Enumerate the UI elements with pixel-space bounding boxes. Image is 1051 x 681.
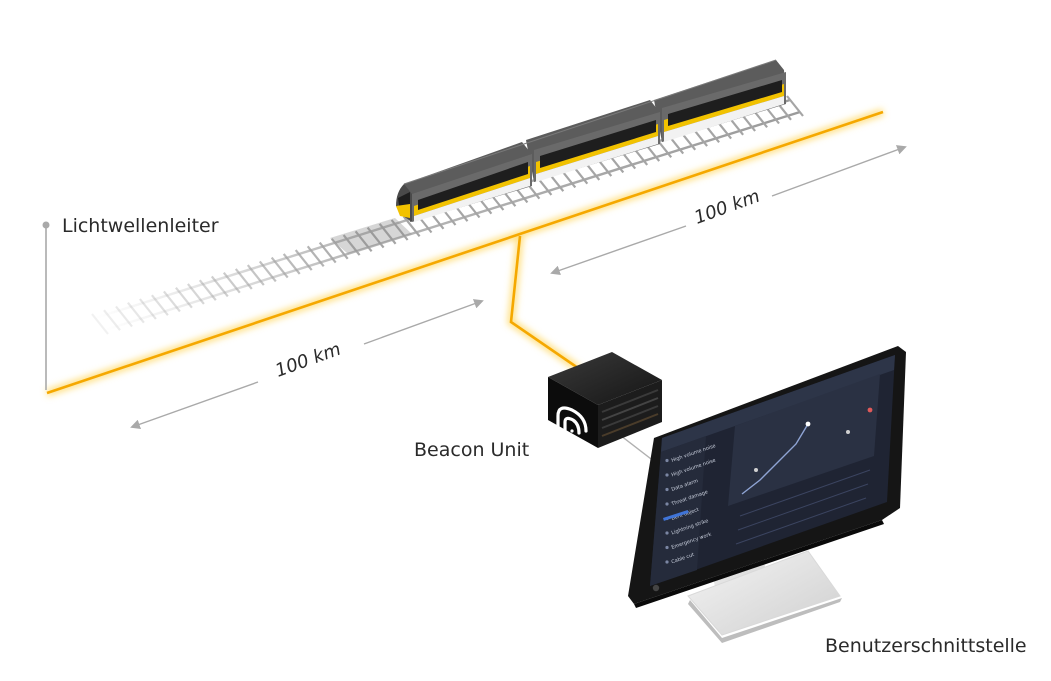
track-shadow [330,218,412,254]
track-sleeper [139,298,157,320]
track-sleeper [306,245,325,267]
screen-menu-icon [665,545,669,550]
interface-label: Benutzerschnittstelle [825,635,1027,657]
monitor-stand-base [687,550,841,636]
screen-menu-icon [665,458,669,463]
track-sleeper [222,272,241,294]
track-sleeper [270,256,289,279]
fiber-label: Lichtwellenleiter [62,215,219,237]
track-sleeper [354,230,373,252]
distance-label-right: 100 km [692,186,763,229]
track-sleepers [91,95,804,335]
beacon-vents [601,389,659,437]
track-sleeper [786,95,804,117]
screen-menu-icon [665,487,669,492]
track-sleeper [246,264,265,286]
track-sleeper [378,223,397,245]
track-sleeper [198,279,217,301]
track-sleeper [115,305,133,328]
beacon-unit [548,352,662,448]
track-sleeper [390,219,409,241]
fiber-label-leader [42,221,50,390]
beacon-logo-icon [556,406,588,435]
track-sleeper [91,313,109,335]
track-sleeper [342,234,361,256]
track-sleeper [318,241,337,264]
track-sleeper [175,287,193,309]
train-car-front [396,142,532,222]
track-sleeper [163,290,181,313]
screen-menu-icon [665,560,669,564]
track-sleeper [127,302,145,324]
track-sleeper [258,260,277,283]
beacon-label: Beacon Unit [414,439,529,461]
fiber-optic-cable [45,108,885,397]
train [396,59,786,222]
screen-menu-icon [665,531,669,535]
distance-indicator-left: 100 km [130,299,484,429]
screen-menu-icon [665,502,669,506]
screen-menu-icon [665,473,669,477]
train-car-rear [654,60,786,142]
track-sleeper [330,238,349,260]
distance-label-left: 100 km [273,339,344,382]
track-sleeper [366,226,385,249]
track-sleeper [294,249,313,271]
track-sleeper [282,253,301,275]
track-sleeper [187,283,205,305]
track-sleeper [210,275,229,298]
railway-track [91,95,804,335]
track-sleeper [151,294,169,316]
track-sleeper [103,309,121,331]
train-car-middle [526,100,660,182]
track-sleeper [234,268,253,290]
track-sleeper [402,215,421,237]
monitor-power-icon [652,584,660,592]
